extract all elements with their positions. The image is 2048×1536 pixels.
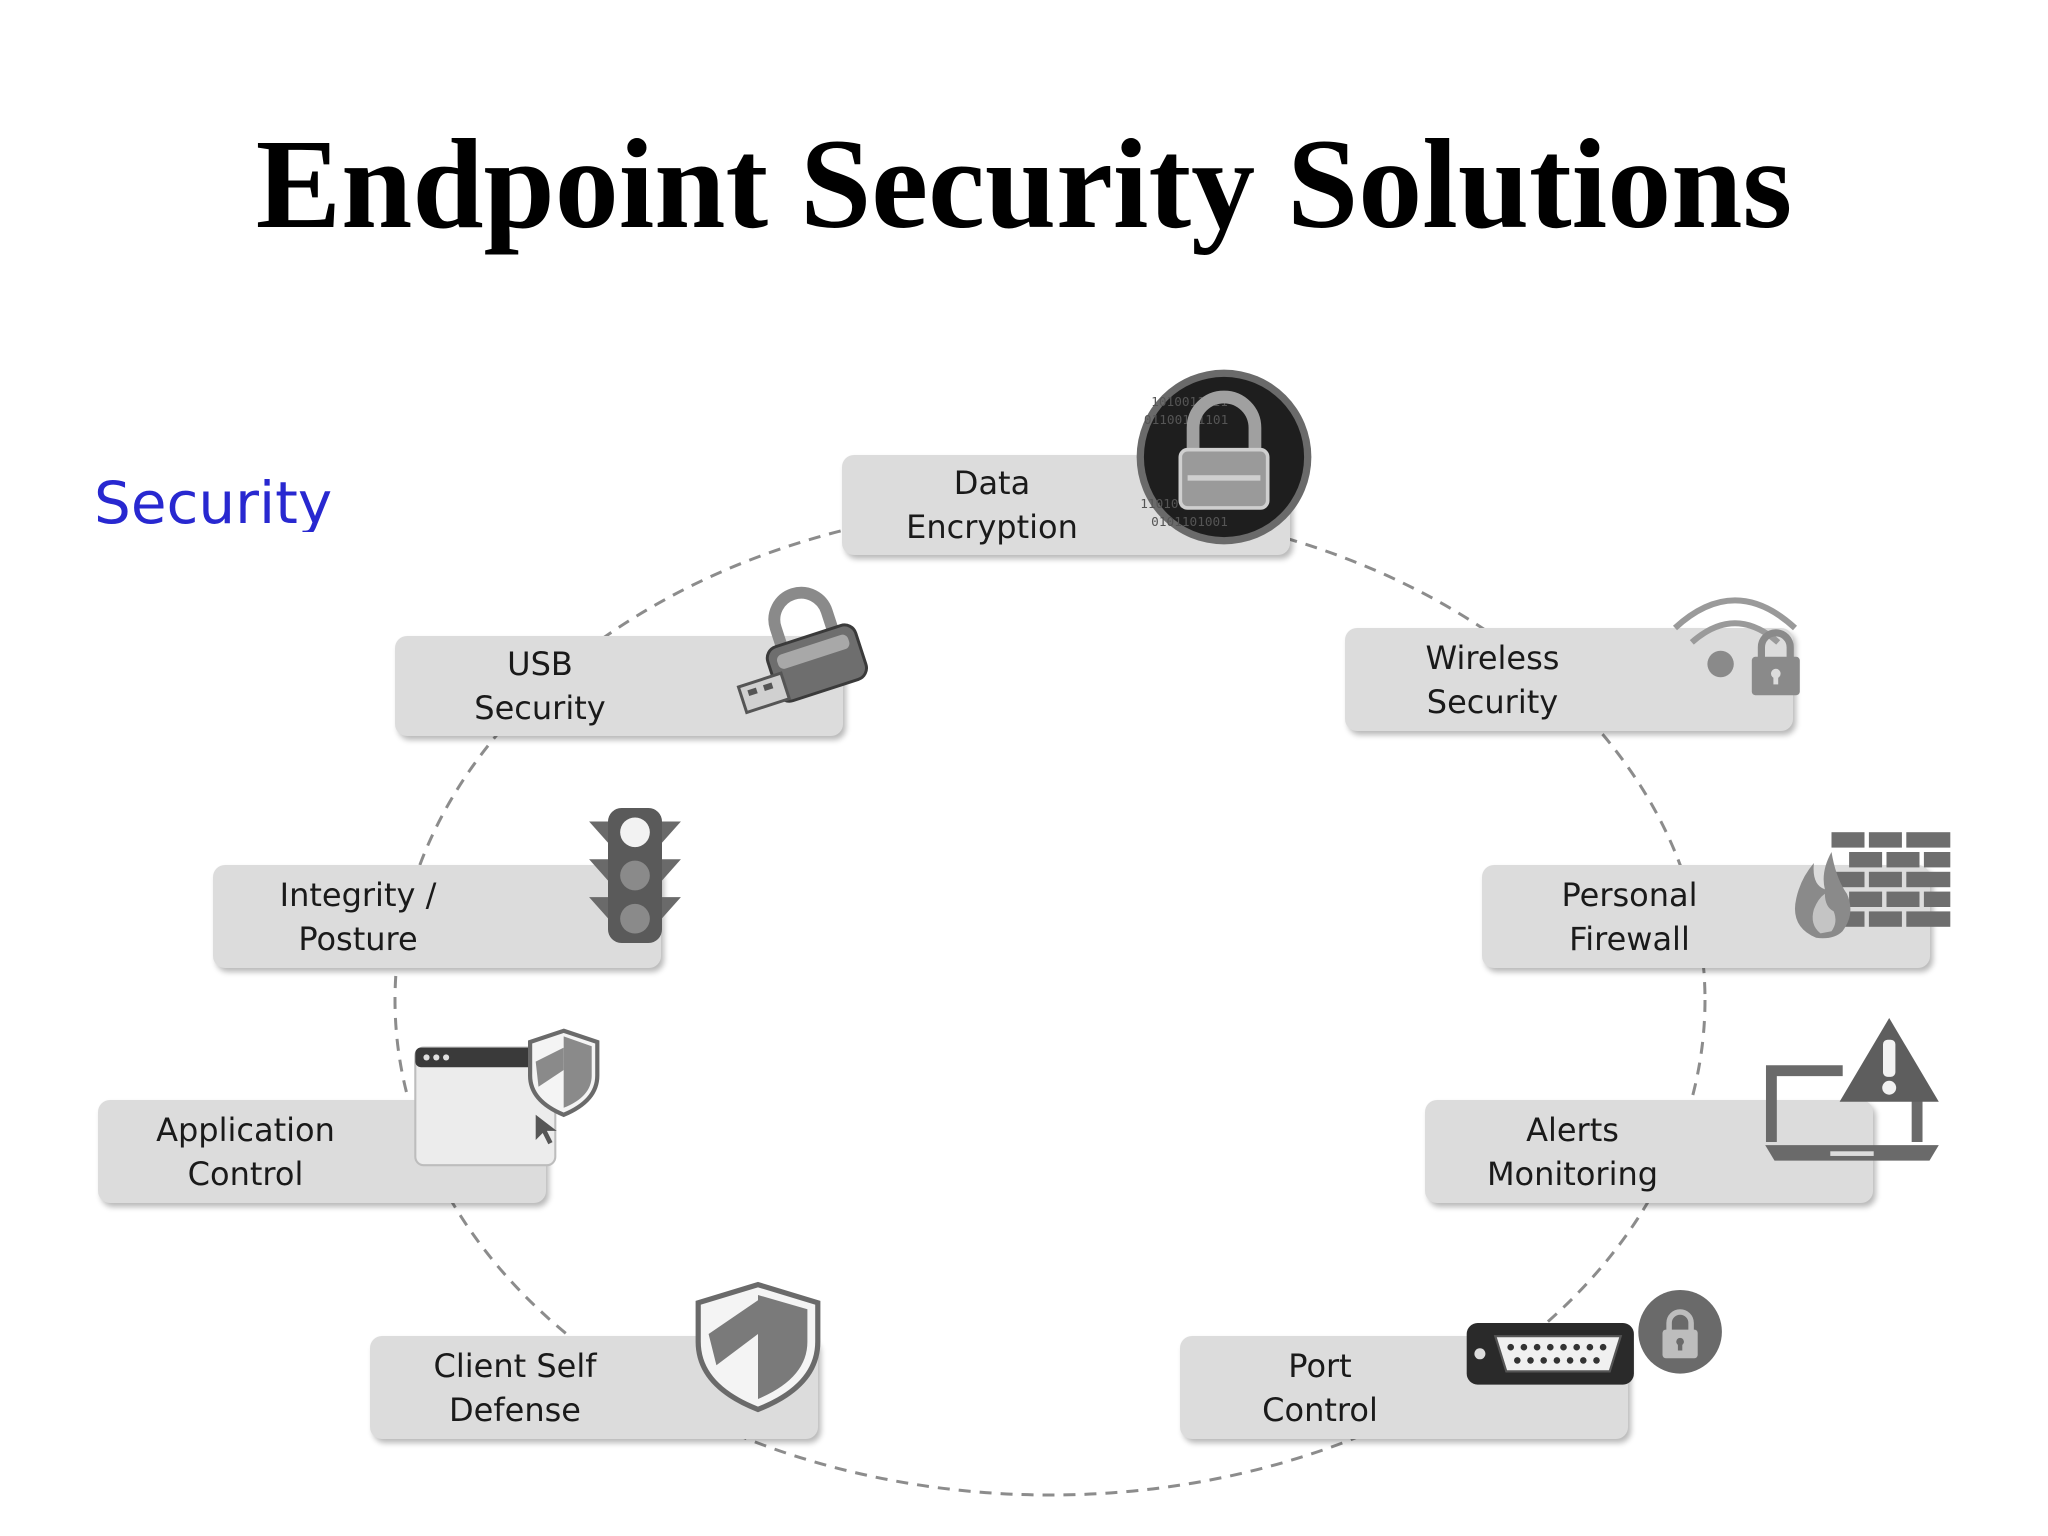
node-label-line2: Monitoring <box>1486 1154 1659 1193</box>
node-label-line1: Port <box>1288 1346 1352 1385</box>
node-label-line1: Alerts <box>1526 1110 1619 1149</box>
node-port-control: Port Control <box>1180 1336 1628 1439</box>
node-label-line1: USB <box>507 645 573 683</box>
node-label-line2: Encryption <box>906 508 1078 546</box>
node-integrity-posture: Integrity / Posture <box>213 865 661 968</box>
node-label-line2: Control <box>187 1154 304 1193</box>
usb-lock-icon <box>726 580 890 730</box>
node-label-line2: Firewall <box>1569 919 1690 958</box>
node-label-line2: Security <box>1426 682 1559 721</box>
node-wireless-security: Wireless Security <box>1345 628 1793 731</box>
node-label-line1: Data <box>953 464 1031 502</box>
svg-text:01100101101: 01100101101 <box>1144 413 1228 428</box>
padlock-binary-icon: 1010011011 01100101101 110100101100 0101… <box>1133 366 1315 548</box>
node-alerts-monitoring: Alerts Monitoring <box>1425 1100 1873 1203</box>
node-label-line2: Defense <box>449 1390 581 1429</box>
page-title: Endpoint Security Solutions <box>255 113 1793 255</box>
wifi-lock-icon <box>1650 580 1820 700</box>
node-label-line2: Security <box>474 689 606 727</box>
laptop-alert-icon <box>1762 1018 1942 1173</box>
node-label-line1: Personal <box>1561 875 1698 914</box>
svg-text:0101101001: 0101101001 <box>1151 515 1228 530</box>
shield-icon <box>690 1281 826 1413</box>
node-label-line2: Control <box>1262 1390 1378 1429</box>
node-label-line2: Posture <box>298 919 418 958</box>
traffic-light-icon <box>575 808 695 943</box>
side-label: Security <box>94 474 333 532</box>
node-label-line1: Client Self <box>433 1346 597 1385</box>
node-label-line1: Wireless <box>1425 638 1560 677</box>
node-label-line1: Integrity / <box>279 875 437 914</box>
node-label-line1: Application <box>156 1110 335 1149</box>
serial-port-lock-icon <box>1462 1290 1742 1400</box>
firewall-icon <box>1786 830 1954 940</box>
app-window-shield-icon <box>412 1028 602 1168</box>
